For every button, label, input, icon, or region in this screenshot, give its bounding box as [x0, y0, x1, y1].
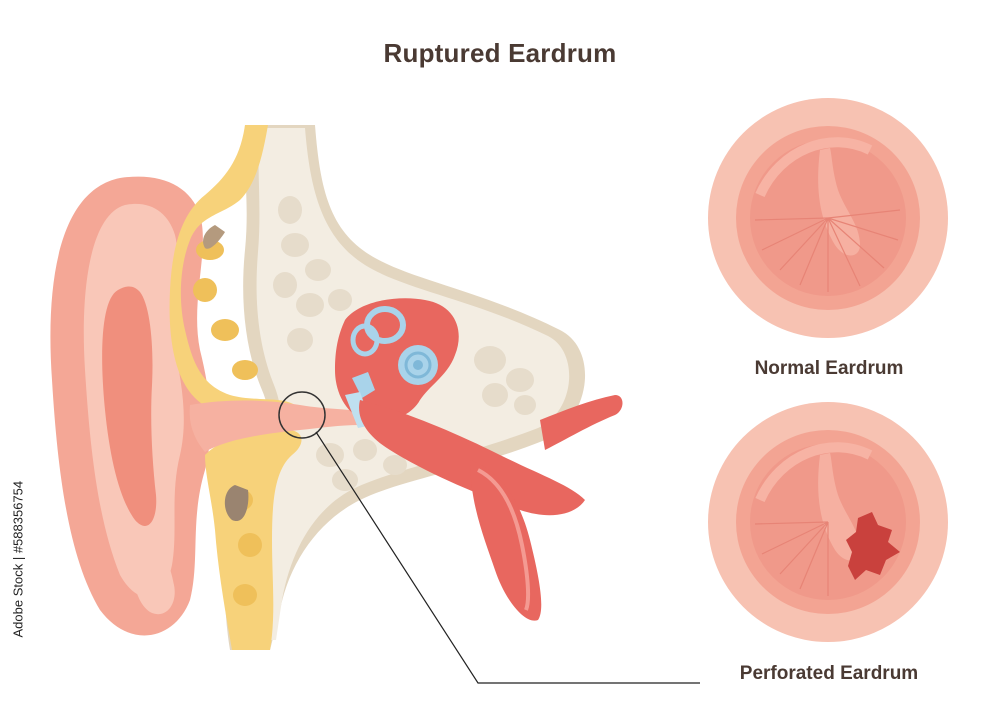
perforated-eardrum-label: Perforated Eardrum: [739, 663, 919, 684]
perforated-eardrum-illustration: [708, 402, 948, 642]
normal-eardrum-label: Normal Eardrum: [754, 358, 904, 379]
ear-canal: [189, 400, 360, 452]
pointer-line: [315, 431, 700, 684]
perforation-hole: [846, 512, 900, 580]
normal-eardrum-illustration: [708, 98, 948, 338]
diagram-title: Ruptured Eardrum: [383, 38, 617, 68]
stock-watermark-id: Adobe Stock | #588356754: [10, 480, 26, 638]
eardrum-highlight-circle: [278, 391, 326, 439]
eustachian-tube: [359, 395, 623, 621]
adipose-tissue: [169, 125, 302, 650]
